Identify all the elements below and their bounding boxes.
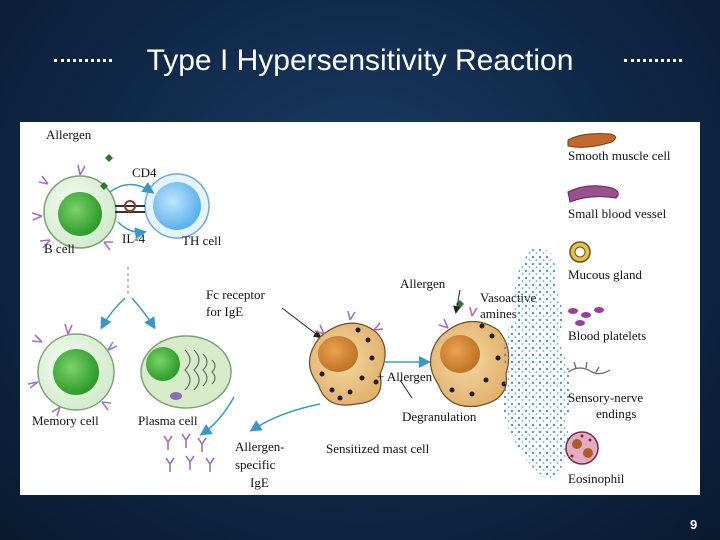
label-plus-allergen: + Allergen [377, 369, 433, 384]
th-cell [145, 174, 209, 238]
legend-smooth-muscle: Smooth muscle cell [568, 148, 671, 163]
ige-binding-arrow [252, 404, 320, 430]
label-plasma-cell: Plasma cell [138, 413, 198, 428]
label-degranulation: Degranulation [402, 409, 477, 424]
ige-antibodies [164, 434, 214, 472]
plasma-branch-arrow [132, 298, 154, 327]
label-for-ige: for IgE [206, 304, 243, 319]
il4-connector [115, 201, 145, 212]
memory-branch-arrow [102, 298, 125, 327]
legend-nerve-endings: Sensory-nerve [568, 390, 643, 405]
diagram-panel: Allergen CD4 B cell IL-4 TH cell Memory … [20, 122, 700, 495]
label-allergen-specific-2: specific [235, 457, 276, 472]
legend-eosinophil: Eosinophil [568, 471, 625, 486]
legend-blood-vessel: Small blood vessel [568, 206, 667, 221]
label-amines: amines [480, 306, 517, 321]
plasma-cell [141, 336, 231, 408]
label-th-cell: TH cell [182, 233, 222, 248]
label-fc-receptor: Fc receptor [206, 287, 266, 302]
label-allergen-top: Allergen [46, 127, 92, 142]
allergen-marker [100, 154, 113, 190]
label-cd4: CD4 [132, 165, 157, 180]
title-decoration-right [624, 59, 682, 62]
label-sensitized-mast-cell: Sensitized mast cell [326, 441, 430, 456]
title-decoration-left [54, 59, 112, 62]
legend-nerve-endings-2: endings [596, 406, 636, 421]
legend-mucous-gland: Mucous gland [568, 267, 643, 282]
nerve-endings-icon [568, 362, 610, 374]
label-allergen-mid: Allergen [400, 276, 446, 291]
page-number: 9 [690, 517, 697, 532]
fc-receptor-pointer [282, 308, 320, 337]
memory-cell [28, 324, 117, 416]
smooth-muscle-icon [568, 134, 616, 148]
blood-vessel-icon [568, 186, 618, 202]
label-memory-cell: Memory cell [32, 413, 99, 428]
eosinophil-icon [566, 432, 598, 464]
granule-release-cloud [502, 249, 571, 480]
platelets-icon [568, 307, 604, 326]
label-b-cell: B cell [44, 241, 75, 256]
hypersensitivity-diagram: Allergen CD4 B cell IL-4 TH cell Memory … [20, 122, 700, 495]
title-bar: Type I Hypersensitivity Reaction [0, 40, 720, 90]
cd4-arrow [110, 185, 152, 193]
label-allergen-specific-3: IgE [250, 475, 269, 490]
mucous-gland-icon [570, 242, 590, 262]
b-cell [32, 165, 116, 250]
label-il4: IL-4 [122, 231, 146, 246]
label-allergen-specific-1: Allergen- [235, 439, 285, 454]
legend-platelets: Blood platelets [568, 328, 646, 343]
sensitized-mast-cell [309, 311, 385, 405]
